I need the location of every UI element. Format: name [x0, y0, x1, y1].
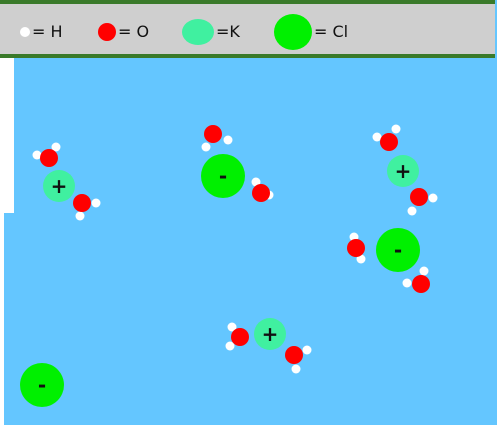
hydrogen-atom — [227, 322, 237, 332]
legend-label-oxygen: = O — [118, 22, 150, 41]
water-molecule — [402, 266, 430, 293]
hydrogen-atom — [201, 142, 211, 152]
ion-charge-label: - — [38, 373, 46, 397]
ion-cluster-3: + — [372, 124, 438, 216]
oxygen-atom — [347, 239, 365, 257]
oxygen-atom — [40, 149, 58, 167]
hydrogen-atom — [223, 135, 233, 145]
water-molecule — [372, 124, 401, 151]
water-molecule — [407, 188, 438, 216]
ion-cluster-6: - — [20, 363, 64, 407]
ion-charge-label: - — [219, 164, 227, 188]
potassium-ion — [254, 318, 286, 350]
oxygen-atom — [410, 188, 428, 206]
hydrogen-atom — [91, 198, 101, 208]
water-molecule — [285, 345, 312, 374]
hydrogen-atom — [291, 364, 301, 374]
oxygen-atom — [231, 328, 249, 346]
water-molecule — [73, 194, 101, 221]
water-molecule — [225, 322, 249, 351]
hydrogen-atom — [51, 142, 61, 152]
legend-item-hydrogen: = H — [20, 18, 63, 46]
chlorine-ion-icon — [274, 14, 312, 50]
hydrogen-atom — [407, 206, 417, 216]
potassium-ion — [387, 155, 419, 187]
ion-charge-label: + — [51, 174, 68, 198]
water-molecule — [201, 125, 233, 152]
ion-charge-label: + — [395, 159, 412, 183]
ion-cluster-2: - — [201, 125, 274, 202]
hydrogen-atom — [225, 341, 235, 351]
hydrogen-atom — [302, 345, 312, 355]
water-molecule — [251, 177, 274, 202]
oxygen-atom — [380, 133, 398, 151]
legend-bar: = H = O =K = Cl — [0, 0, 495, 58]
ion-charge-label: + — [262, 322, 279, 346]
oxygen-atom — [73, 194, 91, 212]
legend-item-chlorine: = Cl — [274, 14, 348, 50]
potassium-ion-icon — [182, 19, 214, 45]
chlorine-ion — [376, 228, 420, 272]
legend-label-chlorine: = Cl — [314, 22, 349, 41]
oxygen-atom — [204, 125, 222, 143]
hydrogen-atom — [75, 211, 85, 221]
hydrogen-atom — [391, 124, 401, 134]
ion-cluster-4: - — [347, 228, 430, 293]
oxygen-atom — [285, 346, 303, 364]
ion-charge-label: - — [394, 238, 402, 262]
hydrogen-atom — [356, 254, 366, 264]
water-molecule — [347, 232, 366, 264]
panel-gap-left — [0, 58, 14, 213]
oxygen-atom-icon — [98, 23, 116, 41]
hydrogen-atom — [402, 278, 412, 288]
hydrogen-atom — [428, 193, 438, 203]
legend-item-potassium: =K — [182, 18, 240, 46]
panel-gap-bottom-left — [0, 213, 4, 425]
hydrogen-atom-icon — [20, 27, 30, 37]
hydrogen-atom — [372, 132, 382, 142]
legend-label-hydrogen: = H — [32, 22, 63, 41]
hydrogen-atom — [32, 150, 42, 160]
ion-cluster-5: + — [225, 318, 312, 374]
water-molecule — [32, 142, 61, 167]
oxygen-atom — [412, 275, 430, 293]
oxygen-atom — [252, 184, 270, 202]
chlorine-ion — [201, 154, 245, 198]
legend-item-oxygen: = O — [98, 18, 149, 46]
potassium-ion — [43, 170, 75, 202]
hydrogen-atom — [251, 177, 261, 187]
hydrogen-atom — [419, 266, 429, 276]
legend-label-potassium: =K — [216, 22, 240, 41]
chlorine-ion — [20, 363, 64, 407]
ion-cluster-1: + — [32, 142, 101, 221]
